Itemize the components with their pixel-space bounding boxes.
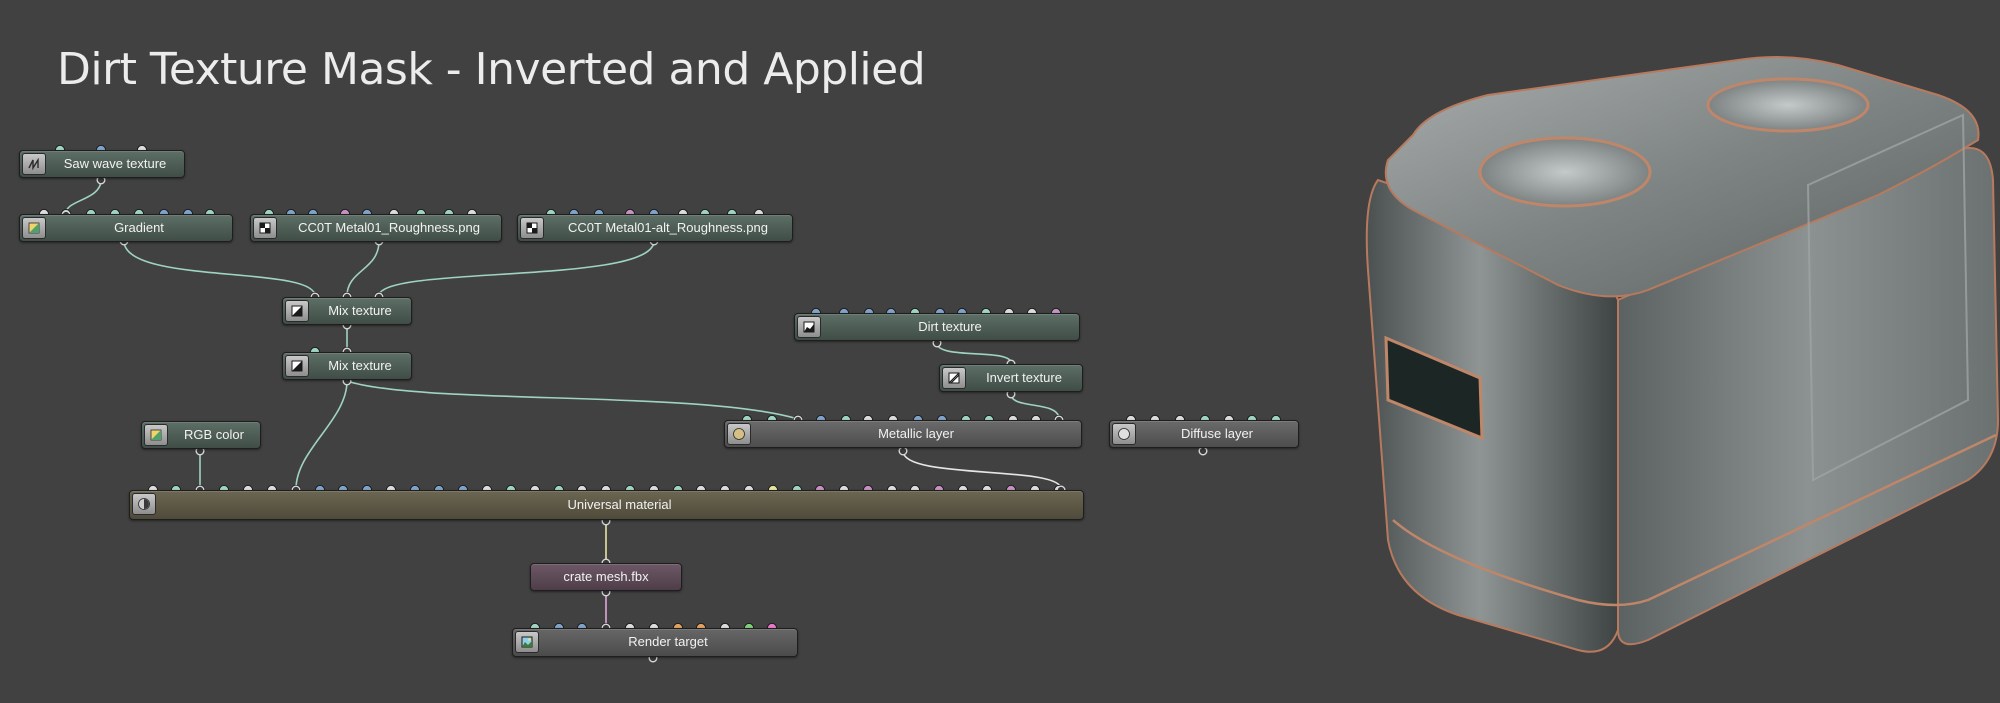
crate-side-panel <box>1806 113 1970 482</box>
node-label: Gradient <box>114 220 164 235</box>
crate-bottom-rim <box>1392 433 1997 607</box>
mix-icon <box>285 355 309 377</box>
node-label: Dirt texture <box>918 319 982 334</box>
rgb-color-icon <box>144 424 168 446</box>
saw-wave-texture-node[interactable]: Saw wave texture <box>19 150 185 178</box>
node-label: Universal material <box>567 497 672 512</box>
node-label: crate mesh.fbx <box>563 569 649 584</box>
node-graph-canvas[interactable] <box>0 0 1310 703</box>
gradient-icon <box>22 217 46 239</box>
crate-mesh-node[interactable]: crate mesh.fbx <box>530 563 682 591</box>
link-mix2-to-metallic <box>346 380 799 420</box>
gradient-node[interactable]: Gradient <box>19 214 233 242</box>
diffuse-layer-node[interactable]: Diffuse layer <box>1109 420 1299 448</box>
mix-icon <box>285 300 309 322</box>
invert-icon <box>942 367 966 389</box>
rgb-color-node[interactable]: RGB color <box>141 421 261 449</box>
node-label: Diffuse layer <box>1180 426 1253 441</box>
metallic-layer-node[interactable]: Metallic layer <box>724 420 1082 448</box>
roughness-texture-node[interactable]: CC0T Metal01_Roughness.png <box>250 214 502 242</box>
render-target-node[interactable]: Render target <box>512 628 798 657</box>
universal-material-node[interactable]: Universal material <box>129 490 1084 520</box>
node-label: Render target <box>628 634 708 649</box>
image-texture-icon <box>520 217 544 239</box>
saw-wave-icon <box>22 153 46 175</box>
render-target-icon <box>515 631 539 653</box>
link-saw-to-gradient <box>65 179 102 214</box>
mix-texture-node-1[interactable]: Mix texture <box>282 297 412 325</box>
link-metallic-to-universal <box>902 450 1062 490</box>
crate-preview[interactable] <box>1318 40 2000 660</box>
node-label: Mix texture <box>328 303 392 318</box>
node-label: Saw wave texture <box>63 156 167 171</box>
crate-handle <box>1384 335 1484 441</box>
dirt-icon <box>797 316 821 338</box>
crate-lid-circle-2 <box>1706 77 1870 133</box>
material-sphere-icon <box>132 493 156 515</box>
crate-lid-circle-1 <box>1478 136 1652 208</box>
alt-roughness-texture-node[interactable]: CC0T Metal01-alt_Roughness.png <box>517 214 793 242</box>
image-texture-icon <box>253 217 277 239</box>
crate-body-right <box>1617 147 2000 646</box>
invert-texture-node[interactable]: Invert texture <box>939 364 1083 392</box>
link-rough1-to-mix1 <box>346 240 380 297</box>
connector-pin[interactable] <box>898 446 908 456</box>
connector-pin[interactable] <box>1198 446 1208 456</box>
page-title: Dirt Texture Mask - Inverted and Applied <box>57 44 926 95</box>
dirt-texture-node[interactable]: Dirt texture <box>794 313 1080 341</box>
diffuse-sphere-icon <box>1112 423 1136 445</box>
link-dirt-to-invert <box>936 342 1012 364</box>
mix-texture-node-2[interactable]: Mix texture <box>282 352 412 380</box>
metallic-sphere-icon <box>727 423 751 445</box>
node-label: Metallic layer <box>878 426 954 441</box>
node-label: RGB color <box>184 427 244 442</box>
node-label: Mix texture <box>328 358 392 373</box>
link-gradient-to-mix1 <box>123 240 316 297</box>
link-rough2-to-mix1 <box>378 240 655 297</box>
node-label: Invert texture <box>986 370 1062 385</box>
link-mix2-to-universal <box>295 380 348 490</box>
node-label: CC0T Metal01_Roughness.png <box>298 220 480 235</box>
node-label: CC0T Metal01-alt_Roughness.png <box>568 220 768 235</box>
